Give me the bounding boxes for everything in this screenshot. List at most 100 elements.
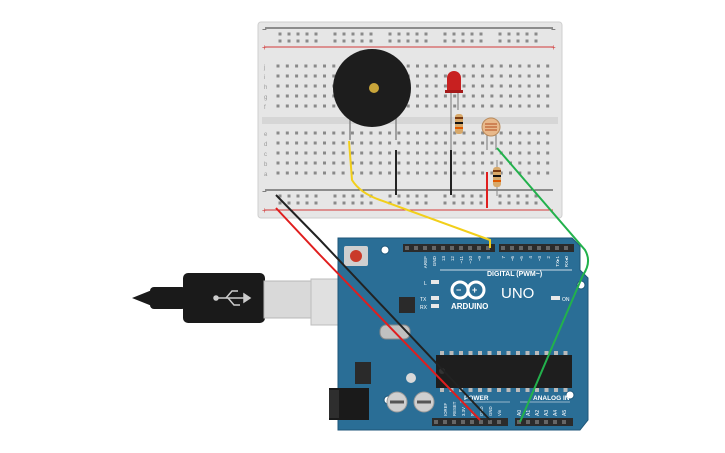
breadboard-hole: [341, 131, 345, 135]
breadboard-hole: [406, 141, 410, 145]
header-pin-hole[interactable]: [553, 420, 557, 424]
header-pin-hole[interactable]: [535, 420, 539, 424]
header-pin-hole[interactable]: [486, 246, 490, 250]
header-pin-hole[interactable]: [564, 246, 568, 250]
header-pin-hole[interactable]: [546, 246, 550, 250]
header-pin-hole[interactable]: [405, 246, 409, 250]
breadboard-hole: [518, 84, 522, 88]
breadboard-hole: [471, 151, 475, 155]
header-pin-hole[interactable]: [452, 420, 456, 424]
header-pin-hole[interactable]: [519, 246, 523, 250]
reset-button[interactable]: [350, 250, 362, 262]
breadboard-hole: [323, 104, 326, 108]
chip-pin: [478, 388, 482, 392]
breadboard-hole: [323, 141, 326, 145]
header-pin-hole[interactable]: [432, 246, 436, 250]
logo-plus: +: [472, 285, 477, 295]
header-pin-hole[interactable]: [501, 246, 505, 250]
breadboard-hole: [341, 151, 345, 155]
header-pin-hole[interactable]: [423, 246, 427, 250]
piezo-buzzer[interactable]: [333, 49, 411, 140]
breadboard-hole: [481, 151, 485, 155]
header-pin-hole[interactable]: [434, 420, 438, 424]
usb-cable[interactable]: [132, 273, 372, 326]
header-pin-hole[interactable]: [459, 246, 463, 250]
wire-black-gnd[interactable]: [275, 194, 491, 421]
breadboard-hole: [304, 104, 308, 108]
red-led[interactable]: [445, 71, 463, 150]
header-pin-hole[interactable]: [470, 420, 474, 424]
breadboard-hole: [509, 104, 512, 108]
breadboard-hole: [333, 194, 337, 198]
resistor-led[interactable]: [455, 114, 463, 134]
header-pin-hole[interactable]: [555, 246, 559, 250]
breadboard-hole: [546, 141, 550, 145]
header-pin-hole[interactable]: [414, 246, 418, 250]
breadboard-hole: [443, 39, 447, 43]
breadboard-hole: [546, 74, 550, 78]
wire-red-5v[interactable]: [275, 207, 481, 421]
breadboard-hole: [452, 32, 456, 36]
header-pin-hole[interactable]: [443, 420, 447, 424]
breadboard-hole: [462, 171, 466, 175]
header-pin-hole[interactable]: [544, 420, 548, 424]
breadboard-hole: [332, 104, 336, 108]
breadboard-hole: [388, 131, 392, 135]
header-pin-hole[interactable]: [479, 420, 483, 424]
breadboard-hole: [276, 161, 280, 165]
header-pin-hole[interactable]: [450, 246, 454, 250]
breadboard-hole: [425, 151, 429, 155]
breadboard-hole: [525, 194, 529, 198]
breadboard-hole: [296, 194, 300, 198]
breadboard-hole: [452, 201, 456, 205]
photoresistor[interactable]: [481, 117, 501, 150]
breadboard-hole: [479, 201, 483, 205]
header-pin-hole[interactable]: [468, 246, 472, 250]
wire-yellow-d8[interactable]: [348, 140, 491, 248]
breadboard-hole: [350, 151, 354, 155]
chip-pin: [516, 351, 520, 355]
breadboard-hole: [406, 161, 410, 165]
chip-pin: [478, 351, 482, 355]
wire-green-a0[interactable]: [496, 147, 589, 423]
breadboard-hole: [278, 201, 282, 205]
breadboard-hole: [516, 39, 520, 43]
capacitor: [413, 391, 435, 413]
breadboard-hole: [333, 39, 337, 43]
breadboard-hole: [534, 39, 538, 43]
breadboard-hole: [425, 141, 429, 145]
header-pin-hole[interactable]: [497, 420, 501, 424]
header-pin-hole[interactable]: [488, 420, 492, 424]
analog-pin-label: A2: [535, 410, 541, 416]
header-pin-hole[interactable]: [461, 420, 465, 424]
header-pin-hole[interactable]: [510, 246, 514, 250]
breadboard-hole: [481, 84, 485, 88]
breadboard-hole: [434, 84, 438, 88]
header-pin-hole[interactable]: [517, 420, 521, 424]
breadboard-hole: [434, 94, 438, 98]
led-on-label: ON: [562, 297, 570, 303]
breadboard-hole: [425, 74, 429, 78]
rail-minus-label-tr: −: [551, 25, 556, 34]
header-pin-hole[interactable]: [477, 246, 481, 250]
header-pin-hole[interactable]: [562, 420, 566, 424]
row-letter: g: [264, 95, 267, 101]
breadboard-hole: [378, 161, 382, 165]
breadboard-hole: [536, 64, 540, 68]
header-pin-hole[interactable]: [537, 246, 541, 250]
resistor-ldr[interactable]: [493, 160, 501, 196]
header-pin-hole[interactable]: [441, 246, 445, 250]
breadboard-hole: [518, 74, 522, 78]
breadboard-hole: [453, 161, 457, 165]
breadboard-hole: [416, 161, 419, 165]
breadboard-hole: [425, 171, 429, 175]
breadboard-hole: [323, 151, 326, 155]
breadboard-hole: [296, 32, 300, 36]
header-pin-hole[interactable]: [528, 246, 532, 250]
header-pin-hole[interactable]: [526, 420, 530, 424]
breadboard-hole: [285, 64, 289, 68]
breadboard-hole: [471, 74, 475, 78]
breadboard-hole: [461, 194, 465, 198]
breadboard-hole: [278, 39, 282, 43]
